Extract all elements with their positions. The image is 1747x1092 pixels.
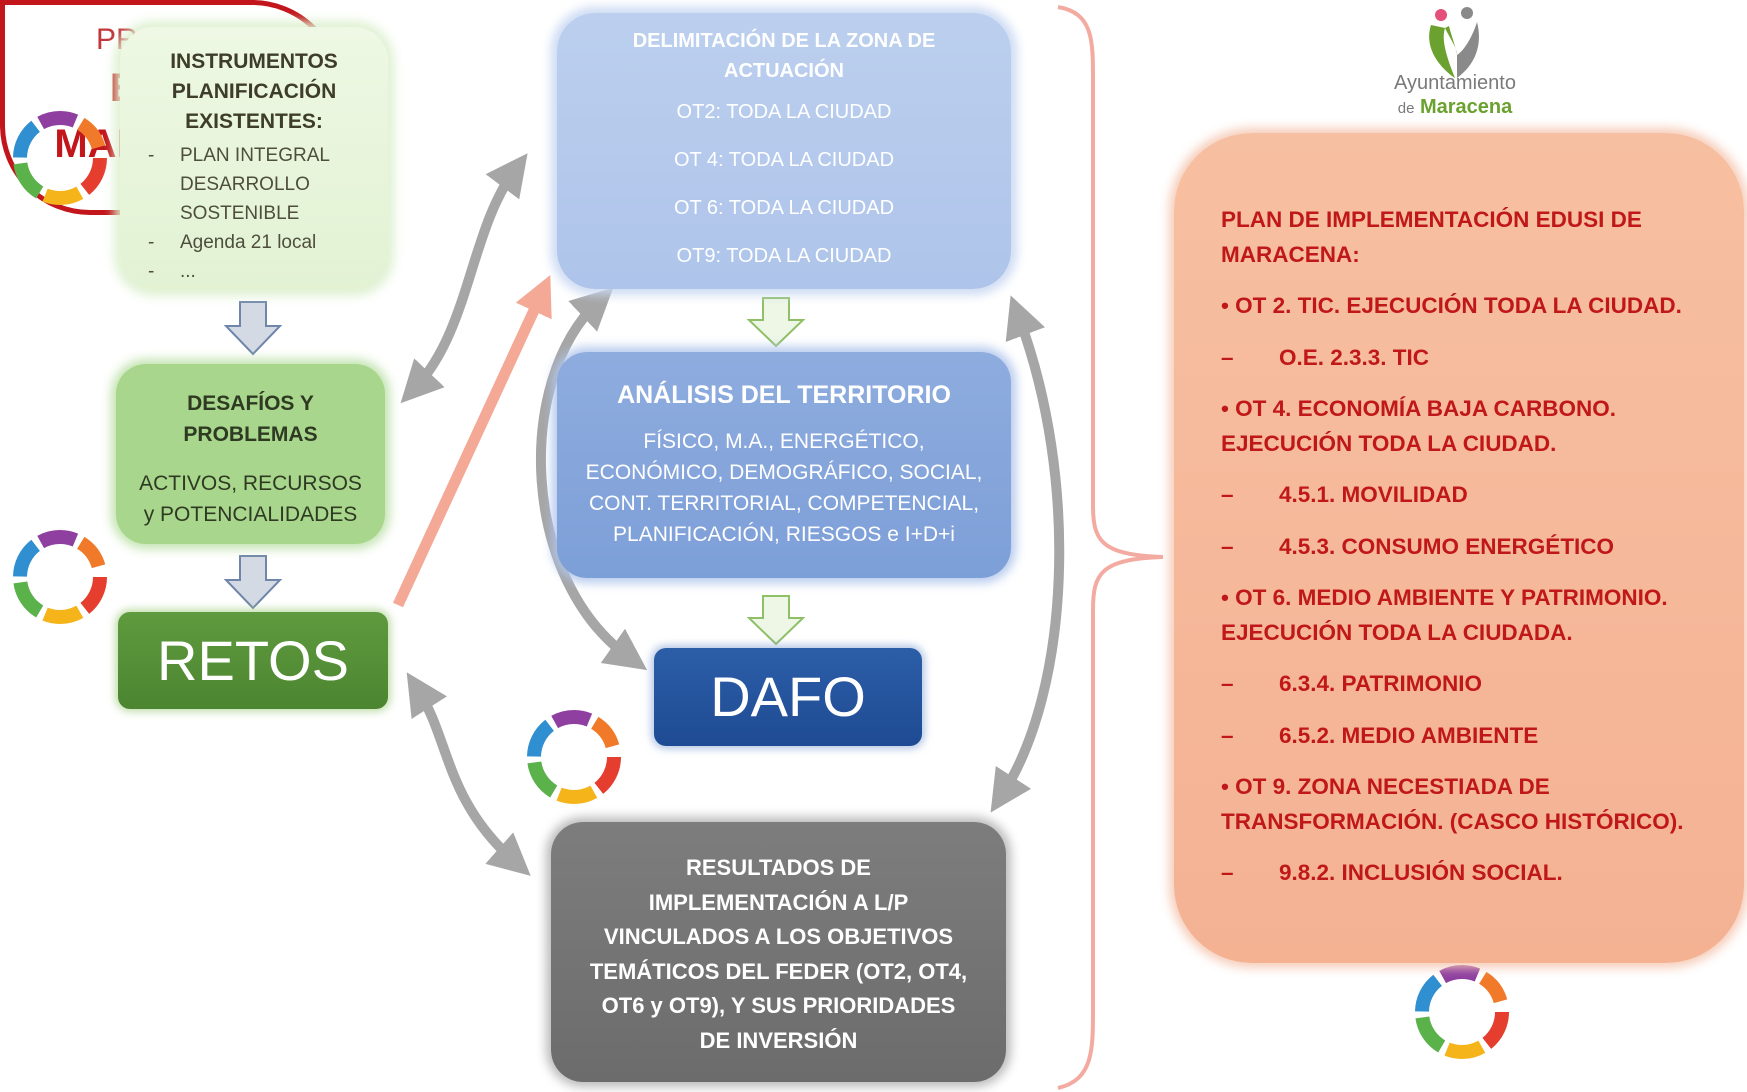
plan-items: • OT 2. TIC. EJECUCIÓN TODA LA CIUDAD. – O… [1221,289,1744,891]
logo-name: Maracena [1419,96,1513,118]
plan-dash: – [1221,482,1234,507]
resultados-line: OT6 y OT9), Y SUS PRIORIDADES [601,993,956,1018]
plan-line: • OT 4. ECONOMÍA BAJA CARBONO. [1221,396,1616,421]
logo-line2: de Maracena [1380,95,1530,121]
analisis-box: ANÁLISIS DEL TERRITORIO FÍSICO, M.A., EN… [557,352,1011,578]
right-brace [1057,5,1164,1090]
delimitacion-row: OT 6: TODA LA CIUDAD [673,197,895,219]
resultados-line: VINCULADOS A LOS OBJETIVOS [603,924,954,949]
edusi-emblem-icon [13,530,107,624]
delimitacion-row: OT9: TODA LA CIUDAD [676,245,892,267]
plan-subitem: – O.E. 2.3.3. TIC [1221,341,1744,376]
plan-dash: – [1221,533,1234,559]
plan-line: • OT 9. ZONA NECESTIADA DE [1221,774,1550,799]
arrow-retos-resultados [406,672,531,876]
plan-subitem: – 6.5.2. MEDIO AMBIENTE [1221,719,1744,754]
plan-dash: – [1221,671,1234,696]
resultados-box: RESULTADOS DE IMPLEMENTACIÓN A L/P VINCU… [551,822,1006,1082]
plan-bullet: • OT 4. ECONOMÍA BAJA CARBONO. EJECUCIÓN … [1221,392,1744,461]
desafios-title-line: PROBLEMAS [183,423,318,446]
down-arrow-analisis [746,595,806,646]
list-item: -PLAN INTEGRAL DESARROLLO SOSTENIBLE [148,145,330,224]
edusi-emblem-icon [13,111,107,205]
down-arrow-delimitacion [746,297,806,348]
delimitacion-row: OT 4: TODA LA CIUDAD [673,149,895,171]
analisis-sub-line: CONT. TERRITORIAL, COMPETENCIAL, [588,492,980,515]
plan-title-line: PLAN DE IMPLEMENTACIÓN EDUSI DE [1221,207,1642,232]
resultados-line: RESULTADOS DE [686,855,871,880]
down-arrow-instrumentos [223,301,283,356]
plan-line: EJECUCIÓN TODA LA CIUDAD. [1221,430,1557,456]
ayuntamiento-figures-icon [1429,7,1479,78]
analisis-title: ANÁLISIS DEL TERRITORIO [617,381,951,409]
plan-bullet: • OT 6. MEDIO AMBIENTE Y PATRIMONIO. EJEC… [1221,581,1744,650]
plan-subitem: – 6.3.4. PATRIMONIO [1221,667,1744,702]
plan-line: 9.8.2. INCLUSIÓN SOCIAL. [1279,860,1563,885]
dafo-box: DAFO [654,648,922,746]
instrumentos-title-line: PLANIFICACIÓN [171,80,337,103]
plan-dash: – [1221,860,1234,885]
plan-line: TRANSFORMACIÓN. (CASCO HISTÓRICO). [1221,808,1684,834]
arrow-delimitacion-resultados [990,295,1065,813]
plan-subitem: – 4.5.3. CONSUMO ENERGÉTICO [1221,530,1744,565]
instrumentos-list: -PLAN INTEGRAL DESARROLLO SOSTENIBLE -Ag… [120,141,388,286]
logo-line1: Ayuntamiento [1394,72,1516,94]
delimitacion-title-line: ACTUACIÓN [724,60,844,82]
edusi-emblem-icon [1415,965,1509,1059]
plan-title-line: MARACENA: [1221,241,1360,267]
delimitacion-row: OT2: TODA LA CIUDAD [676,101,892,123]
plan-line: • OT 6. MEDIO AMBIENTE Y PATRIMONIO. [1221,585,1668,610]
analisis-sub: FÍSICO, M.A., ENERGÉTICO, ECONÓMICO, DEM… [557,426,1011,550]
plan-line: 4.5.1. MOVILIDAD [1279,482,1468,507]
ayuntamiento-logo: Ayuntamiento de Maracena [1380,5,1530,118]
plan-bullet: • OT 2. TIC. EJECUCIÓN TODA LA CIUDAD. [1221,289,1744,324]
delimitacion-box: DELIMITACIÓN DE LA ZONA DE ACTUACIÓN OT2… [557,13,1011,289]
plan-dash: – [1221,344,1234,370]
analisis-sub-line: ECONÓMICO, DEMOGRÁFICO, SOCIAL, [585,461,983,484]
analisis-sub-line: PLANIFICACIÓN, RIESGOS e I+D+i [613,523,955,546]
analisis-sub-line: FÍSICO, M.A., ENERGÉTICO, [643,430,925,453]
plan-line: EJECUCIÓN TODA LA CIUDADA. [1221,619,1573,645]
plan-subitem: – 4.5.1. MOVILIDAD [1221,478,1744,513]
arrow-delimitacion-dafo [535,287,648,671]
plan-line: 6.3.4. PATRIMONIO [1279,671,1482,696]
plan-box: PLAN DE IMPLEMENTACIÓN EDUSI DE MARACENA… [1174,133,1744,963]
retos-box: RETOS [118,612,388,709]
plan-bullet: • OT 9. ZONA NECESTIADA DE TRANSFORMACIÓN… [1221,770,1744,839]
down-arrow-desafios [223,555,283,610]
desafios-sub-line: ACTIVOS, RECURSOS [139,472,362,495]
plan-subitem: – 9.8.2. INCLUSIÓN SOCIAL. [1221,856,1744,891]
arrow-desafios-delimitacion [400,153,528,404]
instrumentos-title-line: EXISTENTES: [185,110,323,133]
resultados-line: IMPLEMENTACIÓN A L/P [648,889,909,915]
logo-prefix: de [1397,100,1415,117]
plan-line: 4.5.3. CONSUMO ENERGÉTICO [1279,533,1615,559]
plan-line: 6.5.2. MEDIO AMBIENTE [1279,722,1539,748]
list-item: -Agenda 21 local [148,232,317,253]
resultados-line: DE INVERSIÓN [699,1027,858,1053]
instrumentos-title-line: INSTRUMENTOS [170,50,338,73]
desafios-box: DESAFÍOS Y PROBLEMAS ACTIVOS, RECURSOS y… [116,364,385,544]
arrow-retos-delimitacion [393,275,552,608]
plan-line: • OT 2. TIC. EJECUCIÓN TODA LA CIUDAD. [1221,293,1682,318]
resultados-line: TEMÁTICOS DEL FEDER (OT2, OT4, [589,958,968,984]
desafios-sub-line: y POTENCIALIDADES [143,503,358,526]
plan-dash: – [1221,722,1234,748]
delimitacion-title-line: DELIMITACIÓN DE LA ZONA DE [632,30,936,52]
desafios-sub: ACTIVOS, RECURSOS y POTENCIALIDADES [116,468,385,530]
instrumentos-box: INSTRUMENTOS PLANIFICACIÓN EXISTENTES: -… [120,27,388,290]
desafios-title-line: DESAFÍOS Y [187,392,314,415]
edusi-emblem-icon [527,710,621,804]
plan-line: O.E. 2.3.3. TIC [1279,344,1430,370]
list-item: -... [148,261,196,282]
